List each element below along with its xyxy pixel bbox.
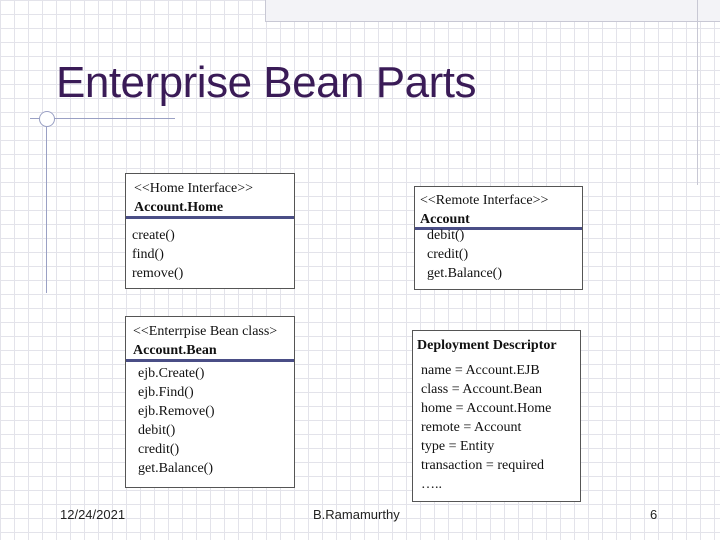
remote-method: debit() (427, 228, 465, 243)
page-number: 6 (650, 507, 658, 522)
home-method: remove() (132, 266, 184, 281)
bean-method: get.Balance() (138, 461, 214, 476)
remote-interface-separator (415, 227, 582, 230)
bean-method: debit() (138, 423, 176, 438)
remote-interface-stereotype: <<Remote Interface>> (420, 193, 549, 208)
bean-method: ejb.Find() (138, 385, 194, 400)
descriptor-entry: name = Account.EJB (421, 363, 540, 378)
bean-method: ejb.Remove() (138, 404, 215, 419)
home-interface-stereotype: <<Home Interface>> (134, 181, 254, 196)
decorative-top-box (265, 0, 720, 22)
bean-class-box: <<Enterrpise Bean class> Account.Bean ej… (125, 316, 295, 488)
remote-interface-box: <<Remote Interface>> Account debit() cre… (414, 186, 583, 290)
bean-method: ejb.Create() (138, 366, 205, 381)
decorative-right-line (697, 0, 698, 185)
home-interface-name: Account.Home (134, 200, 224, 215)
descriptor-entry: ….. (421, 477, 442, 492)
home-method: find() (132, 247, 164, 262)
slide-title: Enterprise Bean Parts (56, 58, 476, 107)
home-interface-box: <<Home Interface>> Account.Home create()… (125, 173, 295, 289)
decorative-horizontal-line (30, 118, 175, 119)
home-interface-separator (126, 216, 294, 219)
home-method: create() (132, 228, 175, 243)
remote-method: credit() (427, 247, 469, 262)
remote-method: get.Balance() (427, 266, 503, 281)
descriptor-entry: remote = Account (421, 420, 522, 435)
footer-date: 12/24/2021 (60, 507, 126, 522)
footer-author: B.Ramamurthy (313, 507, 400, 522)
descriptor-entry: type = Entity (421, 439, 495, 454)
bean-class-name: Account.Bean (133, 343, 217, 358)
decorative-circle (39, 111, 55, 127)
bean-class-separator (126, 359, 294, 362)
decorative-vertical-line (46, 118, 47, 293)
deployment-descriptor-title: Deployment Descriptor (417, 338, 557, 353)
descriptor-entry: transaction = required (421, 458, 544, 473)
remote-interface-name: Account (420, 212, 470, 227)
bean-class-stereotype: <<Enterrpise Bean class> (133, 324, 278, 339)
descriptor-entry: class = Account.Bean (421, 382, 543, 397)
bean-method: credit() (138, 442, 180, 457)
deployment-descriptor-box: Deployment Descriptor name = Account.EJB… (412, 330, 581, 502)
descriptor-entry: home = Account.Home (421, 401, 552, 416)
